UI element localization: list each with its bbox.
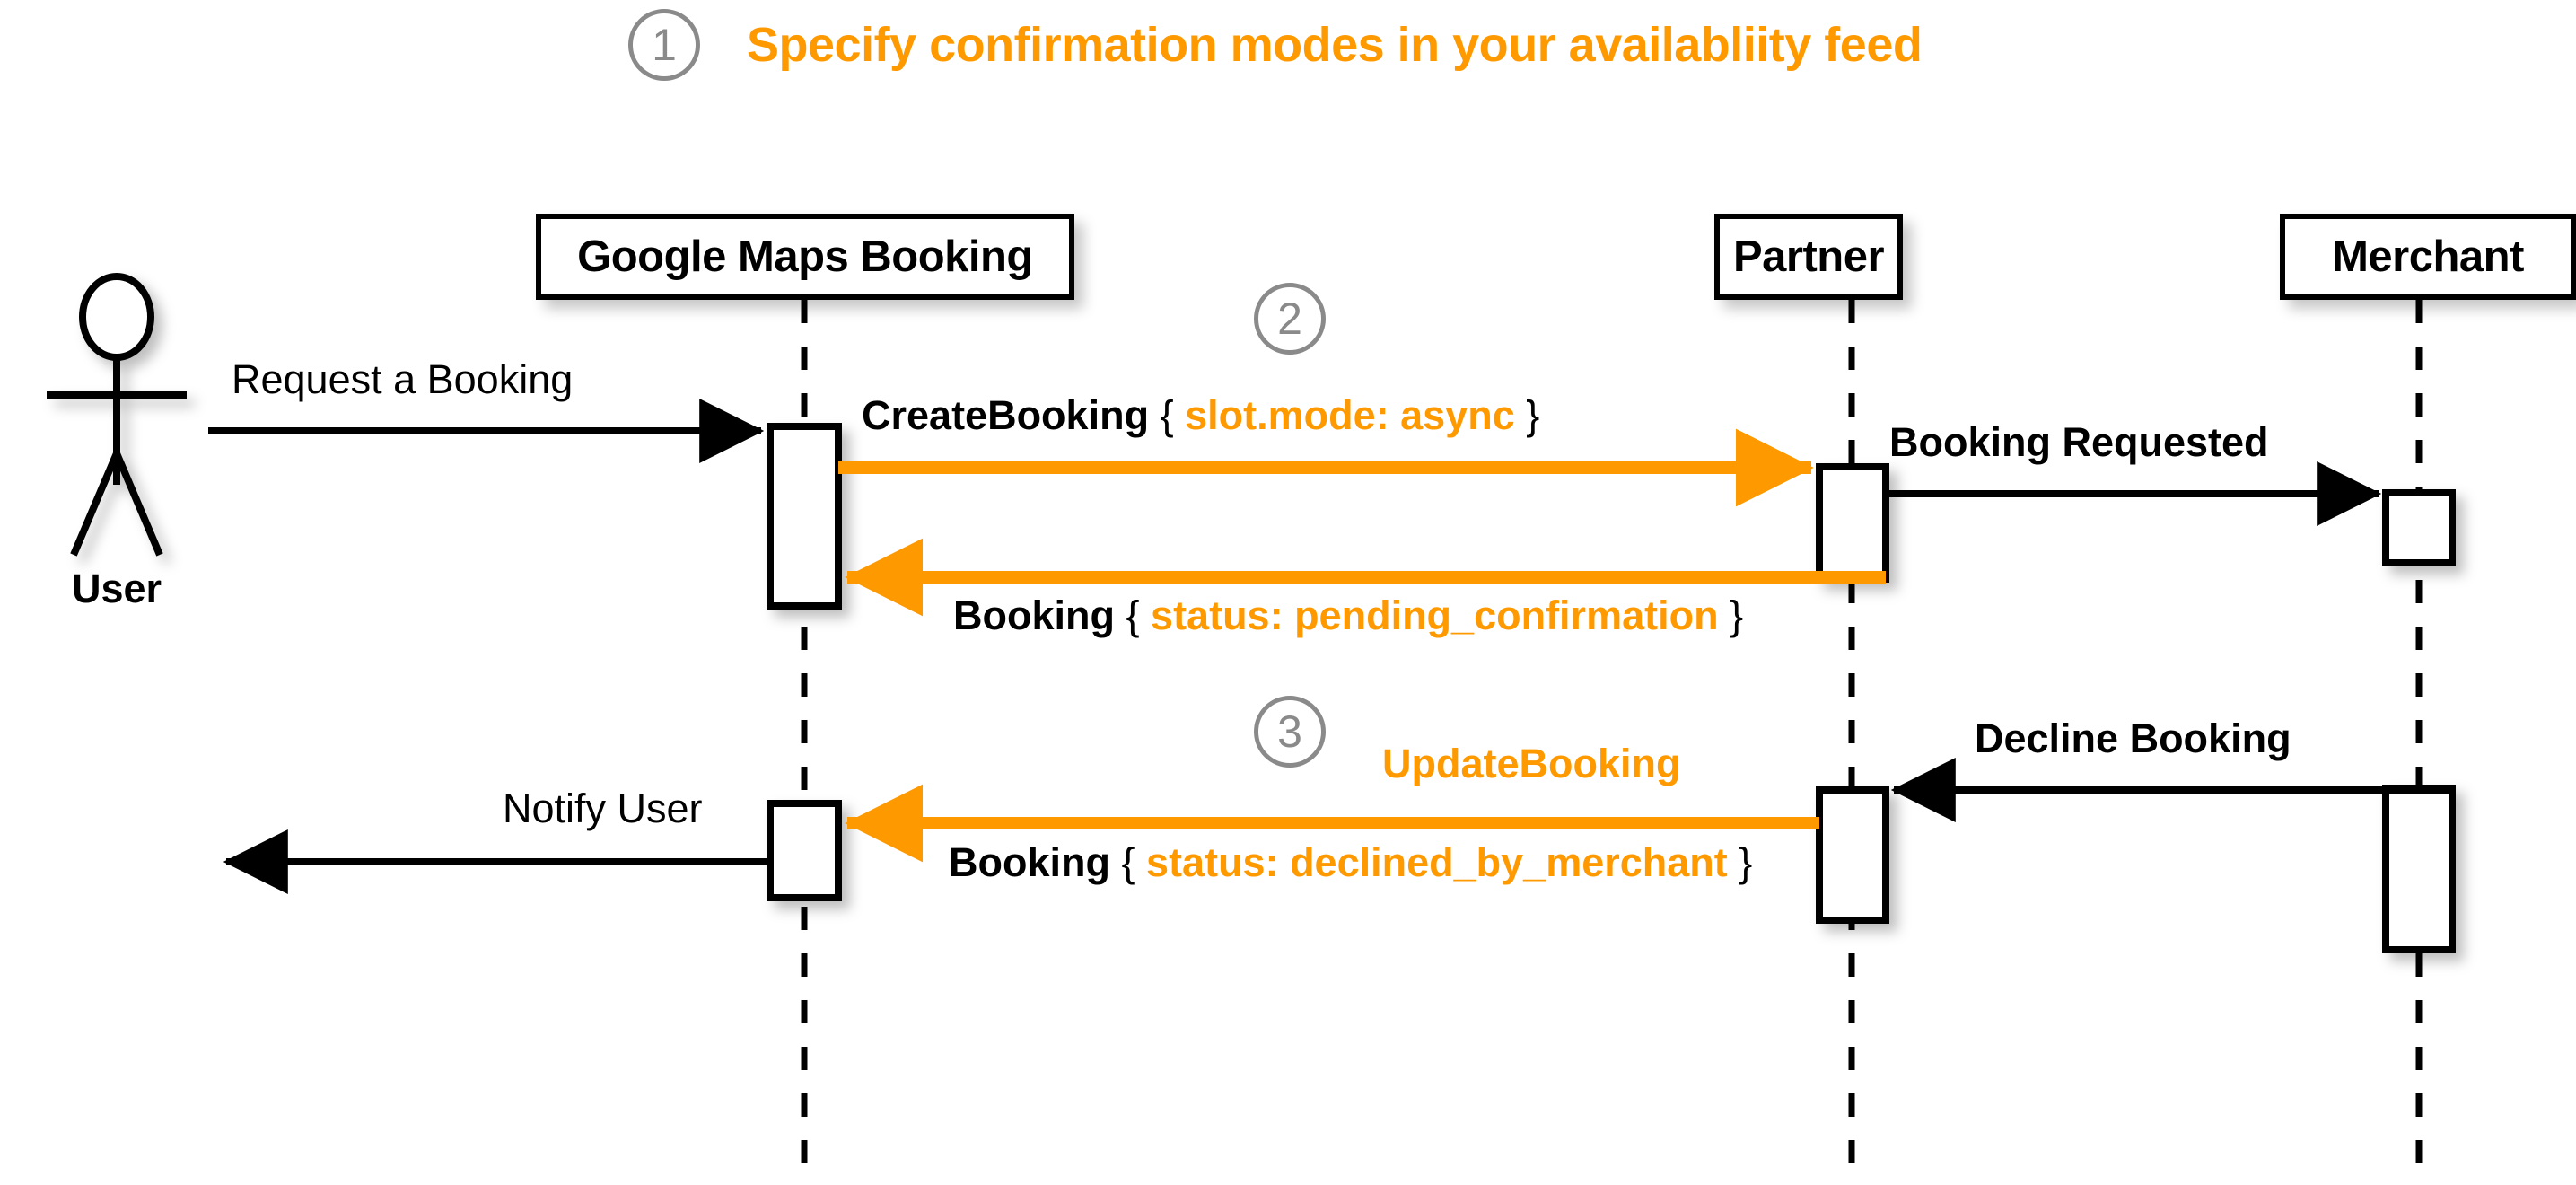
message-payload: slot.mode: async bbox=[1185, 392, 1515, 438]
title-row: 1 Specify confirmation modes in your ava… bbox=[628, 9, 1923, 81]
actor-user-label: User bbox=[71, 566, 162, 611]
message-payload: status: pending_confirmation bbox=[1151, 592, 1719, 638]
step-1-badge: 1 bbox=[628, 9, 700, 81]
message-label-request-a-booking: Request a Booking bbox=[232, 356, 574, 402]
message-label-update-booking: UpdateBooking bbox=[1382, 741, 1681, 786]
close-brace: } bbox=[1526, 392, 1540, 438]
message-payload: status: declined_by_merchant bbox=[1146, 839, 1728, 885]
open-brace: { bbox=[1160, 392, 1174, 438]
participant-google-maps-booking[interactable]: Google Maps Booking bbox=[536, 214, 1074, 300]
open-brace: { bbox=[1126, 592, 1140, 638]
participant-label: Partner bbox=[1732, 233, 1885, 281]
message-label-create-booking: CreateBooking { slot.mode: async } bbox=[862, 395, 1539, 435]
message-label-booking-requested: Booking Requested bbox=[1889, 419, 2269, 465]
page-title: Specify confirmation modes in your avail… bbox=[747, 18, 1923, 72]
activation-gmb-2 bbox=[767, 800, 842, 901]
activation-merchant-2 bbox=[2382, 785, 2456, 953]
activation-gmb-1 bbox=[767, 423, 842, 610]
activation-partner-2 bbox=[1816, 786, 1889, 924]
message-name: Booking bbox=[949, 839, 1110, 885]
message-name: Booking bbox=[953, 592, 1115, 638]
step-3-badge: 3 bbox=[1254, 696, 1326, 768]
message-label-notify-user: Notify User bbox=[503, 786, 703, 831]
message-name: CreateBooking bbox=[862, 392, 1150, 438]
participant-merchant[interactable]: Merchant bbox=[2280, 214, 2576, 300]
close-brace: } bbox=[1739, 839, 1753, 885]
participant-label: Merchant bbox=[2332, 233, 2524, 281]
activation-partner-1 bbox=[1816, 463, 1889, 583]
message-label-decline-booking: Decline Booking bbox=[1975, 715, 2291, 761]
step-2-badge: 2 bbox=[1254, 283, 1326, 355]
message-label-booking-declined-by-merchant: Booking { status: declined_by_merchant } bbox=[949, 842, 1752, 882]
activation-merchant-1 bbox=[2382, 489, 2456, 566]
message-label-booking-pending-confirmation: Booking { status: pending_confirmation } bbox=[953, 595, 1743, 636]
activation-bars bbox=[767, 423, 2456, 953]
participant-partner[interactable]: Partner bbox=[1714, 214, 1903, 300]
stick-figure-actor-icon bbox=[47, 273, 187, 557]
participant-label: Google Maps Booking bbox=[577, 233, 1033, 281]
open-brace: { bbox=[1121, 839, 1135, 885]
close-brace: } bbox=[1730, 592, 1744, 638]
